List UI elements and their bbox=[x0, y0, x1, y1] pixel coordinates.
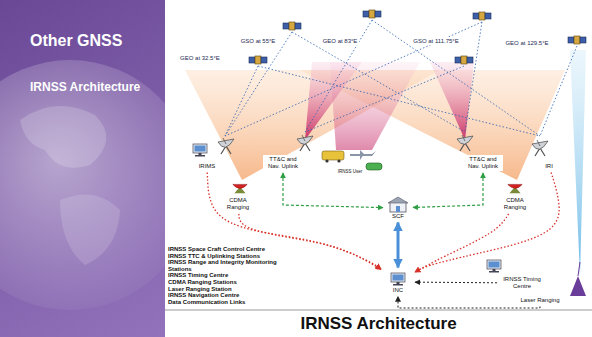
antenna-dish bbox=[297, 135, 313, 151]
diagram-panel bbox=[165, 0, 592, 310]
station-list-item: IRNSS Timing Centre bbox=[168, 272, 296, 279]
satellite-link bbox=[258, 66, 540, 136]
station-label: Laser Ranging bbox=[518, 296, 561, 305]
satellite-link bbox=[305, 20, 372, 132]
bus-icon bbox=[322, 151, 344, 160]
antenna-dish bbox=[218, 138, 234, 154]
node-text: GEO at 32.5°E bbox=[180, 55, 220, 62]
plane-icon bbox=[350, 150, 376, 160]
antenna-dish bbox=[532, 140, 548, 156]
satellite-icon bbox=[568, 36, 586, 44]
satellite-link bbox=[225, 20, 577, 136]
cdma-dish bbox=[233, 184, 247, 193]
station-list-item: IRNSS Range and Integrity Monitoring Sta… bbox=[168, 259, 296, 272]
station-list-item: IRNSS Space Craft Control Centre bbox=[168, 246, 296, 253]
satellite-label: GSO at 111.75°E bbox=[411, 37, 461, 46]
station-list-item: Laser Ranging Station bbox=[168, 286, 296, 293]
satellite-link bbox=[292, 32, 465, 132]
station-list-item: IRNSS Navigation Centre bbox=[168, 292, 296, 299]
signal-beam bbox=[570, 50, 586, 276]
station-label: TT&C and Nav. Uplink bbox=[463, 155, 503, 171]
data-link bbox=[415, 282, 497, 284]
building-roof bbox=[388, 197, 408, 203]
station-label: CDMA Ranging bbox=[500, 196, 530, 212]
caption-band bbox=[165, 310, 592, 337]
user-vehicles bbox=[322, 150, 382, 170]
satellite-icon bbox=[473, 12, 491, 20]
data-link bbox=[415, 172, 559, 271]
computer-icon bbox=[193, 144, 207, 157]
data-link bbox=[415, 214, 509, 272]
node-text: IRIMS bbox=[199, 163, 216, 170]
laser-beam bbox=[578, 262, 580, 276]
node-text: GSO at 55°E bbox=[241, 38, 276, 45]
caption-rule bbox=[165, 310, 592, 311]
satellite-link bbox=[225, 66, 258, 136]
node-text: TT&C and Nav. Uplink bbox=[465, 156, 501, 170]
control-centre: SCF bbox=[385, 196, 411, 221]
node-text: SCF bbox=[387, 213, 409, 220]
slide-subtitle: IRNSS Architecture bbox=[30, 80, 140, 94]
continent bbox=[20, 106, 106, 168]
satellite-link bbox=[225, 32, 292, 136]
node-text: IRNSS User bbox=[338, 169, 363, 174]
scf-building bbox=[388, 197, 408, 212]
satellite-link bbox=[372, 20, 540, 136]
navigation-centre: INC bbox=[383, 270, 413, 295]
data-link bbox=[413, 173, 483, 208]
signal-beam bbox=[430, 62, 474, 140]
cdma-dish bbox=[508, 184, 522, 193]
building-wall bbox=[390, 202, 406, 212]
station-label: IRI bbox=[543, 162, 555, 171]
node-text: GSO at 111.75°E bbox=[413, 38, 459, 45]
node-text: TT&C and Nav. Uplink bbox=[265, 156, 301, 170]
station-list-item: CDMA Ranging Stations bbox=[168, 279, 296, 286]
node-text: CDMA Ranging bbox=[225, 197, 251, 211]
wheel bbox=[325, 159, 328, 162]
node-text: INC bbox=[385, 287, 411, 294]
node-text: IRI bbox=[545, 163, 553, 170]
satellite-link bbox=[540, 46, 577, 136]
station-label: IRIMS bbox=[197, 162, 218, 171]
satellite-icon bbox=[363, 10, 381, 18]
satellite-link bbox=[225, 22, 482, 136]
continent bbox=[60, 194, 120, 265]
building-door bbox=[396, 206, 400, 212]
station-label: TT&C and Nav. Uplink bbox=[263, 155, 303, 171]
laser-ranging-icon bbox=[570, 276, 586, 296]
satellite-icon bbox=[455, 56, 473, 64]
satellite-label: GEO at 83°E bbox=[321, 37, 360, 46]
satellite-label: GEO at 129.5°E bbox=[503, 39, 550, 48]
station-label: CDMA Ranging bbox=[223, 196, 253, 212]
computer-icon bbox=[487, 260, 501, 273]
slide-title: Other GNSS bbox=[30, 32, 122, 50]
satellite-icon bbox=[283, 22, 301, 30]
node-text: IRNSS Timing Centre bbox=[501, 276, 543, 290]
node-text: Laser Ranging bbox=[520, 297, 559, 304]
node-text: GEO at 83°E bbox=[323, 38, 358, 45]
station-list: IRNSS Space Craft Control CentreIRNSS TT… bbox=[168, 246, 296, 305]
satellite-label: GSO at 55°E bbox=[239, 37, 278, 46]
wheel bbox=[337, 159, 340, 162]
station-label: IRNSS Timing Centre bbox=[499, 275, 545, 291]
computer-icon bbox=[391, 273, 405, 286]
antenna-dish bbox=[457, 135, 473, 151]
station-list-item: Data Communication Links bbox=[168, 299, 296, 306]
car-icon bbox=[366, 163, 382, 170]
user-label: IRNSS User bbox=[336, 168, 365, 175]
data-link bbox=[283, 173, 383, 208]
satellite-link bbox=[465, 22, 482, 132]
signal-beam bbox=[305, 62, 362, 140]
data-link bbox=[397, 222, 400, 267]
node-text: CDMA Ranging bbox=[502, 197, 528, 211]
node-text: GEO at 129.5°E bbox=[505, 40, 548, 47]
figure-caption: IRNSS Architecture bbox=[165, 312, 592, 336]
satellite-link bbox=[305, 66, 464, 132]
station-list-item: IRNSS TTC & Uplinking Stations bbox=[168, 253, 296, 260]
satellite-icon bbox=[249, 56, 267, 64]
satellite-label: GEO at 32.5°E bbox=[178, 54, 222, 63]
